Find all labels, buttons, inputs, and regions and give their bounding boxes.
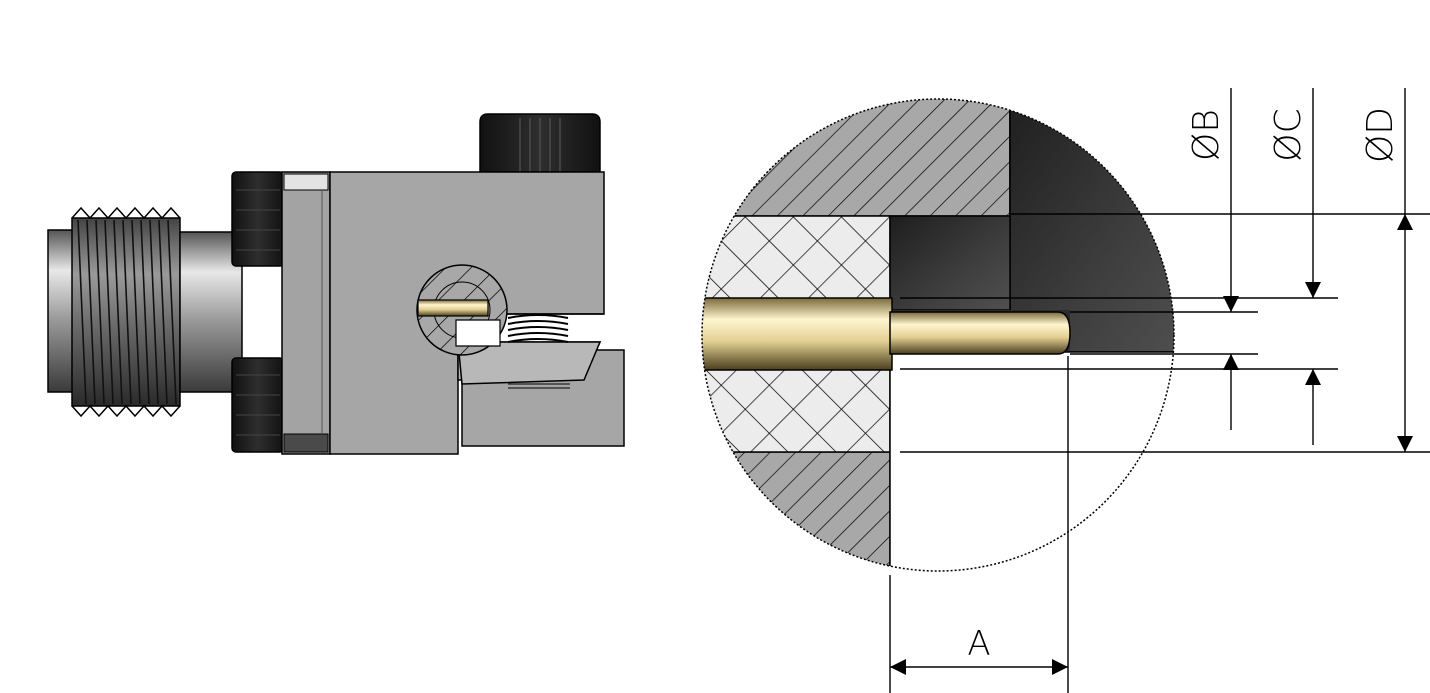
knurled-nut [231,171,285,453]
dimension-label-d: ØD [1360,107,1401,163]
contact-hole [416,264,508,356]
detail-section-view [701,98,1175,572]
shell-section-top [702,99,1011,217]
threaded-coupling [47,206,181,418]
shell-section-bottom [702,451,891,571]
socket-bore [889,215,1011,311]
flange-plate [281,171,331,455]
top-knob [479,113,601,173]
dimension-label-a: A [967,624,990,664]
clamp-jaw [457,341,625,447]
dimension-label-c: ØC [1268,108,1309,161]
dimension-label-b: ØB [1186,109,1227,161]
contact-pin-large [702,297,893,371]
connector-side-view [47,113,625,455]
detail-circle [701,98,1175,572]
contact-pin-tip [889,311,1071,355]
dimension-lines [889,88,1430,693]
spring [507,314,569,343]
